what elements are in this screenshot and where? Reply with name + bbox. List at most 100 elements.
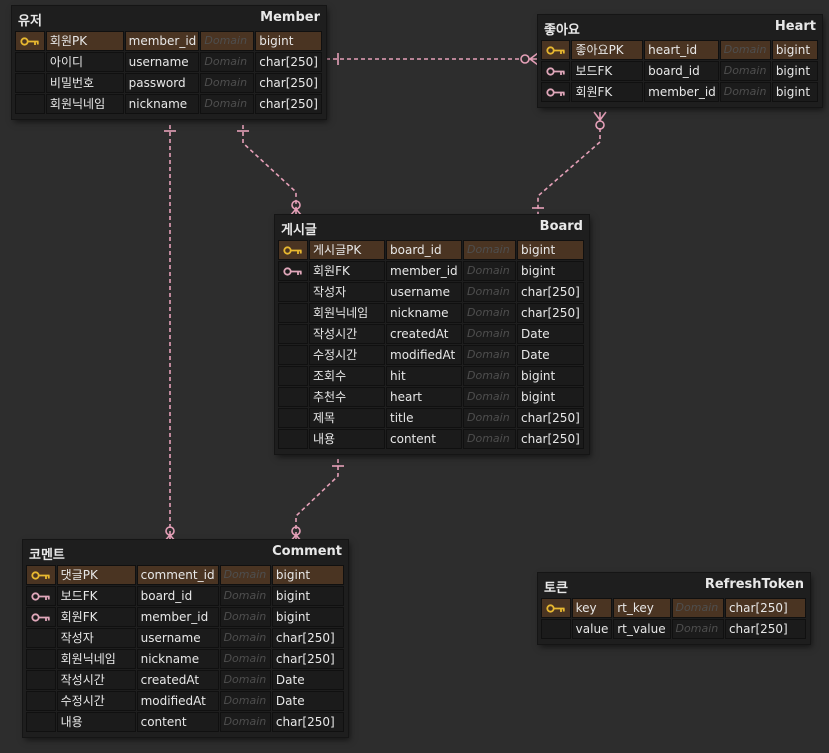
entity-logical-name: 토큰 <box>544 581 568 596</box>
foreign-key-icon <box>546 87 565 97</box>
attribute-name: 제목 <box>309 408 385 428</box>
column-name: member_id <box>644 82 719 102</box>
zero-marker <box>520 54 530 64</box>
data-type: bigint <box>271 607 344 627</box>
data-type: bigint <box>517 240 584 260</box>
attribute-name: 추천수 <box>309 387 385 407</box>
relationship-heart-board <box>537 128 601 214</box>
entity-physical-name: Member <box>260 10 320 25</box>
domain-cell: Domain <box>463 240 516 260</box>
attribute-name: 수정시간 <box>309 345 385 365</box>
domain-cell: Domain <box>219 691 271 711</box>
column-name: rt_value <box>613 619 671 639</box>
data-type: char[250] <box>724 619 806 639</box>
domain-cell: Domain <box>463 366 516 386</box>
key-cell <box>278 261 308 281</box>
domain-cell: Domain <box>463 261 516 281</box>
key-cell <box>278 240 308 260</box>
one-marker <box>325 53 339 65</box>
column-name: createdAt <box>136 670 219 690</box>
many-marker <box>528 52 539 66</box>
attribute-name: 수정시간 <box>56 691 136 711</box>
primary-key-icon <box>20 36 39 46</box>
column-name: member_id <box>136 607 219 627</box>
attribute-name: 조회수 <box>309 366 385 386</box>
many-marker <box>593 111 607 122</box>
domain-cell: Domain <box>463 429 516 449</box>
domain-cell: Domain <box>219 586 271 606</box>
data-type: Date <box>271 691 344 711</box>
domain-cell: Domain <box>200 94 255 114</box>
attribute-name: 게시글PK <box>309 240 385 260</box>
key-cell <box>26 670 56 690</box>
primary-key-icon <box>546 603 565 613</box>
key-cell <box>26 586 56 606</box>
data-type: char[250] <box>517 303 584 323</box>
column-name: heart <box>386 387 462 407</box>
domain-cell: Domain <box>219 607 271 627</box>
domain-cell: Domain <box>219 649 271 669</box>
column-name: content <box>386 429 462 449</box>
entity-physical-name: RefreshToken <box>704 577 804 592</box>
key-cell <box>541 598 571 618</box>
column-name: hit <box>386 366 462 386</box>
foreign-key-icon <box>283 266 302 276</box>
key-cell <box>26 628 56 648</box>
attribute-name: 작성자 <box>56 628 136 648</box>
data-type: char[250] <box>271 712 344 732</box>
attribute-name: 보드FK <box>56 586 136 606</box>
relationship-board-comment <box>295 459 339 540</box>
zero-marker <box>165 526 175 536</box>
domain-cell: Domain <box>219 565 271 585</box>
column-name: modifiedAt <box>136 691 219 711</box>
data-type: bigint <box>517 387 584 407</box>
key-cell <box>26 565 56 585</box>
key-cell <box>26 649 56 669</box>
attribute-name: 작성자 <box>309 282 385 302</box>
key-cell <box>15 94 45 114</box>
column-name: board_id <box>644 61 719 81</box>
attribute-name: key <box>571 598 613 618</box>
column-name: member_id <box>124 31 200 51</box>
foreign-key-icon <box>546 66 565 76</box>
column-name: password <box>124 73 200 93</box>
attribute-name: 좋아요PK <box>571 40 644 60</box>
